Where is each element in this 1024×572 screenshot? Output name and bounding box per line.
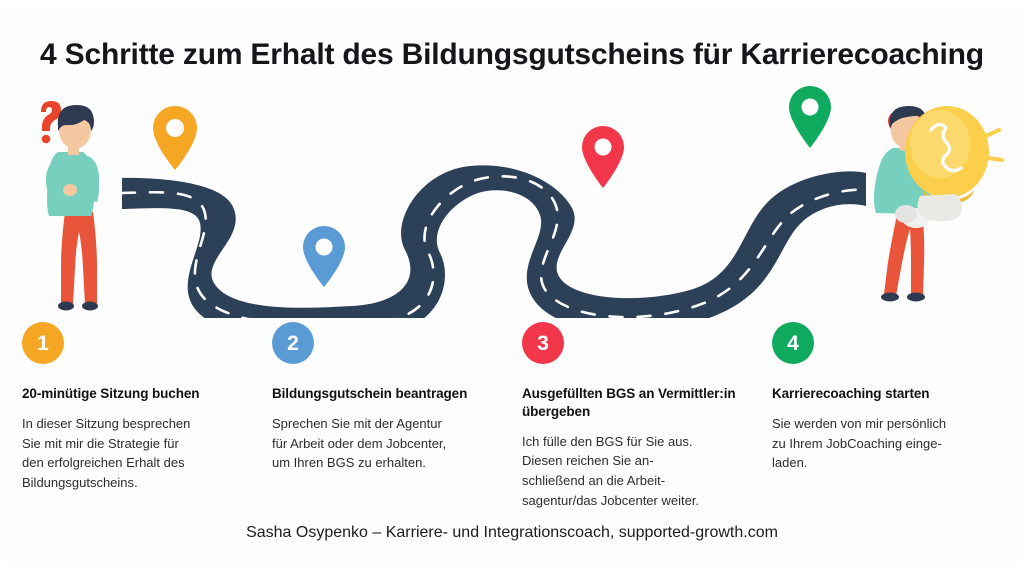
step-item-2: 2 Bildungsgutschein beantragen Sprechen … bbox=[272, 322, 510, 473]
map-pin-2 bbox=[303, 226, 345, 287]
winding-road bbox=[120, 165, 868, 318]
step-badge-3: 3 bbox=[522, 322, 564, 364]
step-heading-4: Karrierecoaching starten bbox=[772, 386, 930, 401]
step-item-1: 1 20-minütige Sitzung buchen In dieser S… bbox=[22, 322, 260, 493]
map-pin-3 bbox=[582, 126, 624, 188]
lightbulb-icon bbox=[905, 106, 1004, 222]
thinking-person-illustration bbox=[41, 101, 100, 311]
step-body-4: Sie werden von mir persönlich zu Ihrem J… bbox=[772, 415, 947, 471]
map-pin-1 bbox=[153, 106, 197, 170]
step-item-3: 3 Ausgefüllten BGS an Vermittler:in über… bbox=[522, 322, 760, 511]
steps-row: 1 20-minütige Sitzung buchen In dieser S… bbox=[0, 322, 1024, 512]
step-badge-2: 2 bbox=[272, 322, 314, 364]
roadmap-illustration bbox=[41, 86, 1004, 318]
step-number-3: 3 bbox=[537, 331, 549, 355]
map-pin-4 bbox=[789, 86, 831, 148]
page-title: 4 Schritte zum Erhalt des Bildungsgutsch… bbox=[40, 38, 984, 71]
step-body-1: In dieser Sitzung besprechen Sie mit mir… bbox=[22, 415, 191, 491]
step-body-2: Sprechen Sie mit der Agentur für Arbeit … bbox=[272, 415, 447, 471]
question-mark-icon bbox=[41, 101, 61, 144]
step-heading-2: Bildungsgutschein beantragen bbox=[272, 386, 468, 401]
step-heading-1: 20-minütige Sitzung buchen bbox=[22, 386, 200, 401]
background-panel bbox=[6, 6, 1018, 566]
step-item-4: 4 Karrierecoaching starten Sie werden vo… bbox=[772, 322, 1010, 473]
step-badge-4: 4 bbox=[772, 322, 814, 364]
step-heading-3: Ausgefüllten BGS an Vermittler:in überge… bbox=[522, 386, 736, 419]
step-badge-1: 1 bbox=[22, 322, 64, 364]
person-with-lightbulb-illustration bbox=[874, 105, 1004, 302]
step-body-3: Ich fülle den BGS für Sie aus. Diesen re… bbox=[522, 433, 700, 508]
step-number-4: 4 bbox=[787, 331, 799, 355]
footer-credit: Sasha Osypenko – Karriere- und Integrati… bbox=[246, 524, 778, 541]
step-number-2: 2 bbox=[287, 331, 299, 355]
step-number-1: 1 bbox=[37, 331, 49, 355]
